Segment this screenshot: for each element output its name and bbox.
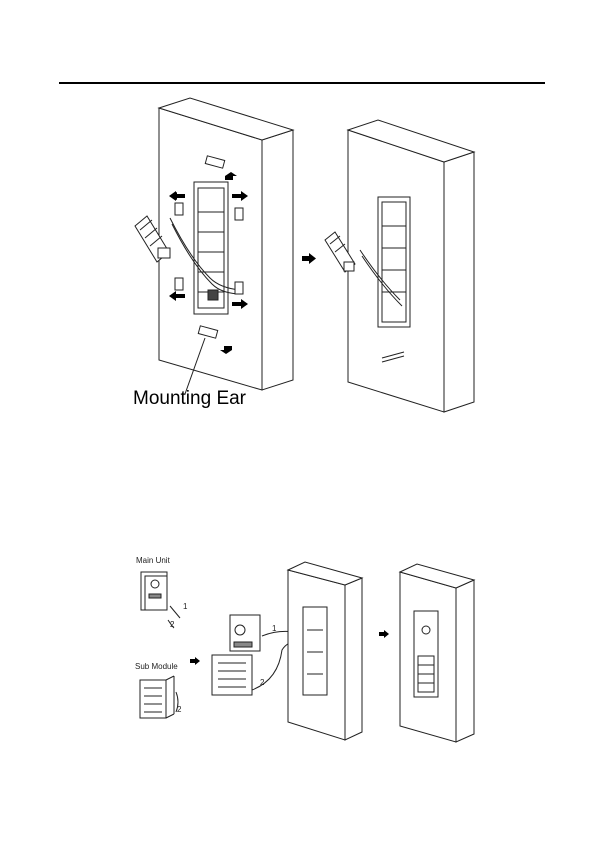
wall-fig2-middle xyxy=(288,562,362,740)
main-unit-small xyxy=(141,572,167,610)
mounting-ear-label: Mounting Ear xyxy=(133,388,246,410)
wall-fig2-right xyxy=(400,564,474,742)
step-2-small: 2 xyxy=(170,620,174,629)
sub-module-label: Sub Module xyxy=(135,662,178,671)
main-unit-middle xyxy=(230,615,260,651)
step-2-submodule: 2 xyxy=(177,705,181,714)
step-1-small: 1 xyxy=(183,602,187,611)
step-1-cable: 1 xyxy=(272,624,276,633)
sub-module-small xyxy=(140,676,178,718)
step-2-cable: 2 xyxy=(260,678,264,687)
main-unit-label: Main Unit xyxy=(136,556,170,565)
sub-module-middle xyxy=(212,655,252,695)
wall-right xyxy=(348,120,474,412)
